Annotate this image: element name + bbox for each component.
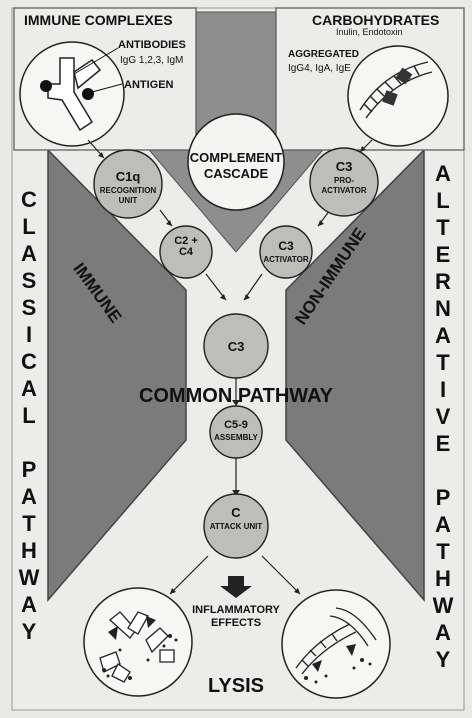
- c3-activator-circle: [259, 225, 313, 279]
- arrowheads: [98, 146, 366, 594]
- aggregate-square-icon: [395, 67, 413, 85]
- c3-activator-title: C3: [278, 239, 294, 253]
- c-attack-title: C: [231, 505, 241, 520]
- lysis-classical-circle: [83, 587, 193, 697]
- lysis-debris-icon: [102, 616, 178, 680]
- c3-proactivator-title: C3: [335, 159, 353, 174]
- alternative-pathway-label: A L T E R N A T I V E P A T H W A Y: [432, 161, 454, 672]
- antibody-icon: [47, 57, 102, 132]
- proactivator-label: PRO- ACTIVATOR: [321, 176, 367, 195]
- c3-common-label: C3: [227, 339, 245, 354]
- antigen-dot-icon: [82, 88, 94, 100]
- antigen-dot-icon: [40, 80, 52, 92]
- antibody-classes-label: IgG 1,2,3, IgM: [120, 55, 184, 66]
- c5-9-label: C5-9: [224, 419, 248, 431]
- c3-proactivator-circle: [309, 147, 379, 217]
- inflammatory-effects-arrow-icon: [220, 576, 252, 598]
- inulin-endotoxin-label: Inulin, Endotoxin: [336, 27, 403, 37]
- aggregate-square-icon: [382, 90, 398, 106]
- assembly-label: ASSEMBLY: [214, 433, 258, 442]
- lysis-alternative-circle: [281, 589, 391, 699]
- aggregated-classes-label: IgG4, IgA, IgE: [288, 63, 351, 74]
- lattice-debris-icon: [304, 644, 372, 684]
- complement-cascade-label: COMPLEMENT CASCADE: [189, 150, 283, 181]
- c2-c4-label: C2 + C4: [174, 235, 198, 258]
- c-attack-unit-circle: [203, 493, 269, 559]
- attack-unit-label: ATTACK UNIT: [209, 522, 263, 531]
- complement-cascade-circle: [187, 113, 285, 211]
- antigen-pointer: [91, 83, 123, 93]
- carbohydrate-circle: [347, 45, 449, 147]
- antigen-label: ANTIGEN: [124, 79, 174, 91]
- c1q-label: C1q: [115, 169, 141, 184]
- c5-9-assembly-circle: [209, 405, 263, 459]
- alternative-pathway-funnel: [285, 148, 425, 603]
- classical-pathway-label: C L A S S I C A L P A T H W A Y: [18, 187, 40, 644]
- lysed-antibody-icon: [99, 611, 175, 683]
- antibodies-label: ANTIBODIES: [118, 39, 186, 51]
- inflammatory-effects-label: INFLAMMATORY EFFECTS: [192, 604, 280, 629]
- classical-pathway-funnel: [47, 148, 187, 603]
- antibodies-pointer: [73, 47, 119, 75]
- immune-complexes-label: IMMUNE COMPLEXES: [24, 12, 173, 28]
- aggregated-label: AGGREGATED: [288, 49, 359, 60]
- activator-label: ACTIVATOR: [263, 255, 309, 264]
- lysed-lattice-icon: [295, 607, 377, 675]
- carbohydrates-label: CARBOHYDRATES: [312, 12, 440, 28]
- recognition-unit-label: RECOGNITION UNIT: [99, 186, 157, 205]
- c1q-recognition-circle: [93, 149, 163, 219]
- c2-c4-circle: [159, 225, 213, 279]
- c3-common-circle: [203, 313, 269, 379]
- common-pathway-label: COMMON PATHWAY: [138, 385, 334, 407]
- lysis-label: LYSIS: [208, 675, 264, 697]
